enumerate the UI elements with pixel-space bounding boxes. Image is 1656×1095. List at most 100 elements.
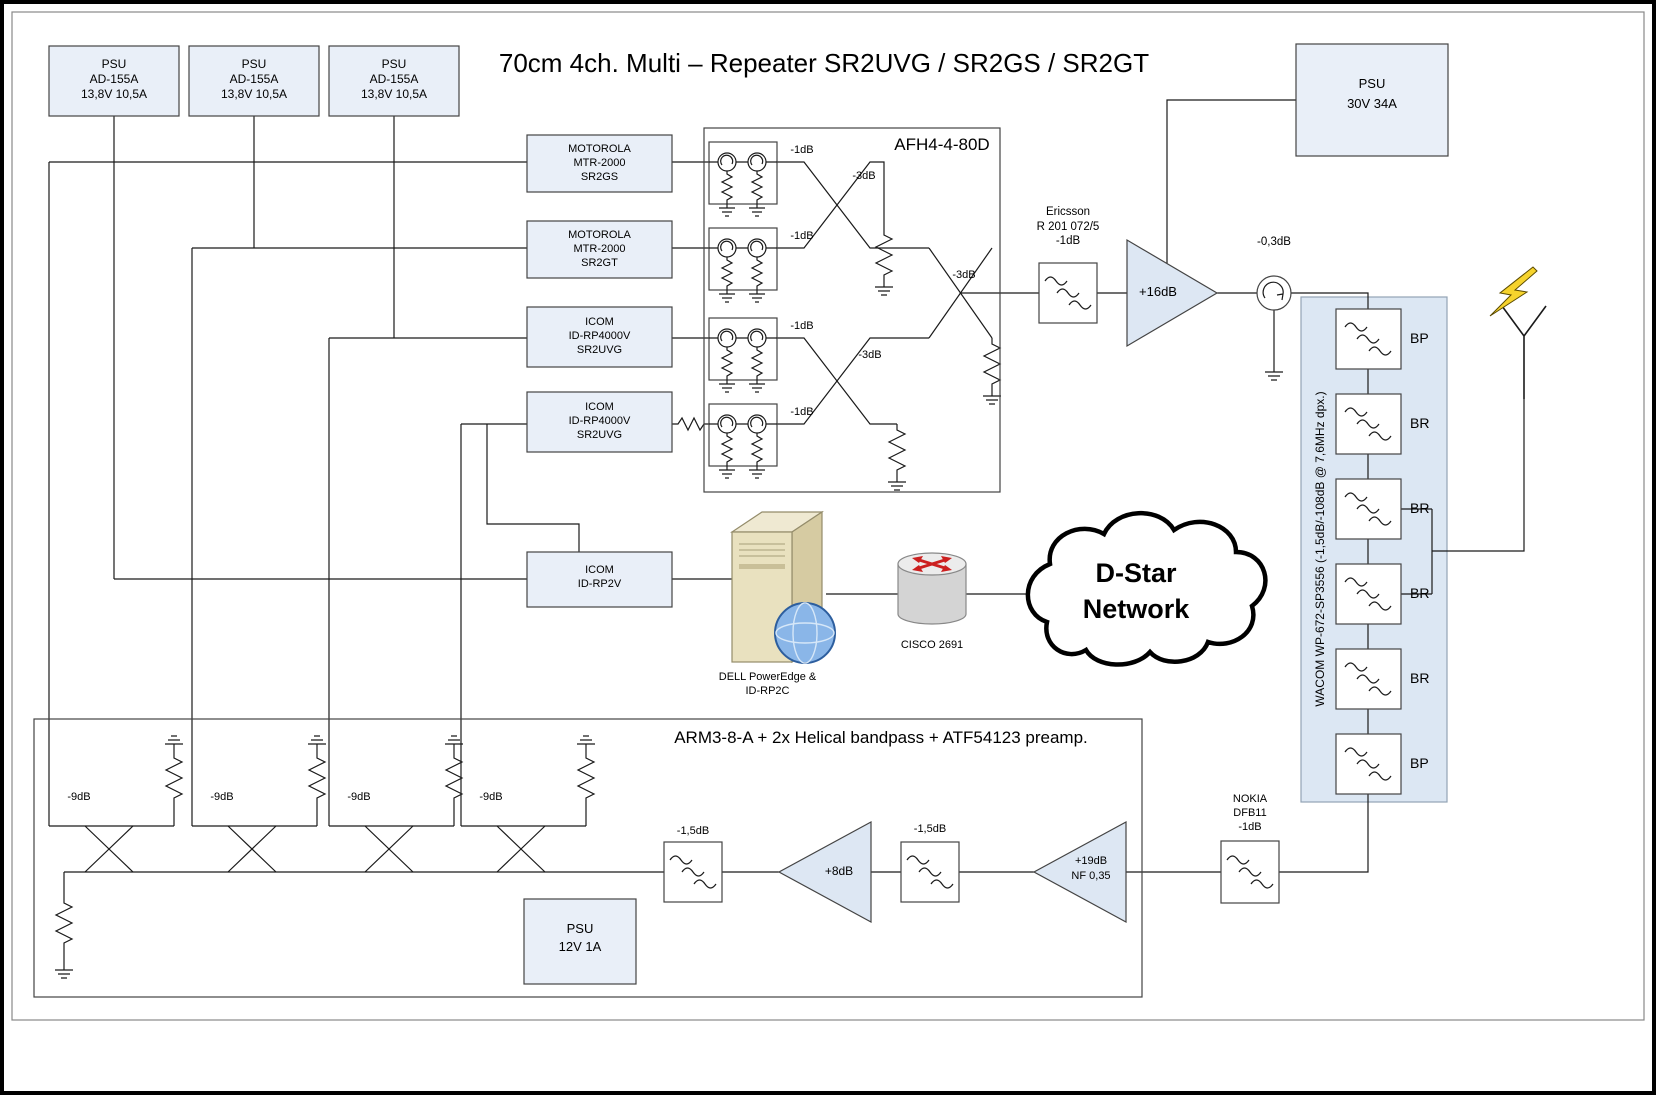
- rx-preamp: [1032, 820, 1127, 924]
- radio-5-line1: ICOM: [585, 564, 614, 576]
- psu-3-line2: AD-155A: [369, 72, 419, 86]
- antenna-icon: [1501, 305, 1547, 399]
- nokia-line1: NOKIA: [1232, 793, 1268, 805]
- radio-3-line1: ICOM: [585, 316, 614, 328]
- psu-preamp-box: [523, 898, 637, 985]
- duplexer-filter-label-2: BR: [1410, 415, 1430, 431]
- circulator-icon: [1256, 275, 1292, 311]
- duplexer-filter-6: [1335, 733, 1402, 795]
- coupler-loss-4: -9dB: [479, 791, 503, 803]
- ericsson-line3: -1dB: [1055, 235, 1081, 247]
- psu-3-label: PSU AD-155A 13,8V 10,5A: [329, 57, 459, 102]
- duplexer-filter-3: [1335, 478, 1402, 540]
- psu-2-label: PSU AD-155A 13,8V 10,5A: [189, 57, 319, 102]
- coupler-loss-3: -9dB: [347, 791, 371, 803]
- ericsson-filter-label: Ericsson R 201 072/5 -1dB: [1008, 205, 1128, 249]
- coupler-2: [192, 735, 327, 873]
- ground-symbol: [1264, 363, 1284, 381]
- rx-preamp-nf: NF 0,35: [1071, 870, 1111, 882]
- rx-amplifier: [777, 820, 872, 924]
- wiring-lines: [48, 99, 1525, 979]
- radio-4-line1: ICOM: [585, 401, 614, 413]
- psu-1-line3: 13,8V 10,5A: [80, 87, 148, 101]
- radio-2-line2: MTR-2000: [573, 243, 626, 255]
- psu-1-box: [48, 45, 180, 117]
- nokia-filter-label: NOKIA DFB11 -1dB: [1210, 792, 1290, 834]
- nokia-filter: [1220, 840, 1280, 904]
- server-line1: DELL PowerEdge &: [718, 671, 817, 683]
- ground-symbol: [887, 473, 907, 491]
- duplexer-filter-label-3: BR: [1410, 500, 1430, 516]
- rx-preamp-label: +19dB NF 0,35: [1056, 854, 1126, 884]
- psu-preamp-line1: PSU: [566, 921, 594, 936]
- ground-symbol: [982, 387, 1002, 405]
- port-loss-4: -1dB: [790, 406, 814, 418]
- psu-2-line2: AD-155A: [229, 72, 279, 86]
- radio-5-label: ICOM ID-RP2V: [527, 563, 672, 591]
- psu-preamp-line2: 12V 1A: [558, 939, 602, 954]
- combiner-box: [703, 127, 1001, 493]
- cloud-label-line2: Network: [1082, 594, 1190, 624]
- cloud-label-line1: D-Star: [1095, 558, 1177, 588]
- circulator-block-3: [708, 317, 778, 393]
- circulator-block-2: [708, 227, 778, 303]
- cloud-shape: [1025, 510, 1268, 667]
- psu-2-line1: PSU: [241, 57, 267, 71]
- rx-amp-label: +8dB: [824, 864, 854, 878]
- radio-1-line2: MTR-2000: [573, 157, 626, 169]
- duplexer-filter-label-1: BP: [1410, 330, 1429, 346]
- duplexer-filter-4: [1335, 563, 1402, 625]
- rx-filter-1-label: -1,5dB: [676, 825, 710, 837]
- resistor-symbol: [983, 337, 1001, 389]
- hybrid-loss-3: -3dB: [952, 269, 976, 281]
- preamp-box-title: ARM3-8-A + 2x Helical bandpass + ATF5412…: [674, 728, 1088, 747]
- resistor-symbol: [55, 896, 73, 948]
- radio-5-box: [526, 551, 673, 608]
- radio-2-box: [526, 220, 673, 279]
- radio-2-line1: MOTOROLA: [568, 229, 631, 241]
- radio-2-label: MOTOROLA MTR-2000 SR2GT: [527, 228, 672, 270]
- psu-1-line2: AD-155A: [89, 72, 139, 86]
- combiner-title: AFH4-4-80D: [894, 135, 990, 154]
- psu-main-label: PSU 30V 34A: [1296, 74, 1448, 114]
- server-label: DELL PowerEdge & ID-RP2C: [690, 670, 845, 698]
- coupler-1: [49, 735, 184, 873]
- diagram-canvas: [11, 11, 1645, 1021]
- router-label: CISCO 2691: [900, 639, 964, 651]
- router-icon: [897, 552, 967, 625]
- circulator-block-4: [708, 403, 778, 479]
- server-icon: [730, 510, 836, 664]
- ericsson-filter: [1038, 262, 1098, 324]
- radio-4-box: [526, 391, 673, 453]
- preamp-box: [33, 718, 1143, 998]
- radio-1-box: [526, 134, 673, 193]
- psu-preamp-label: PSU 12V 1A: [524, 920, 636, 956]
- port-loss-1: -1dB: [790, 144, 814, 156]
- resistor-symbol: [888, 423, 906, 475]
- globe-icon: [774, 602, 836, 664]
- radio-1-label: MOTOROLA MTR-2000 SR2GS: [527, 142, 672, 184]
- ground-symbol: [54, 961, 74, 979]
- duplexer-panel: [1300, 296, 1448, 803]
- port-loss-3: -1dB: [790, 320, 814, 332]
- psu-2-line3: 13,8V 10,5A: [220, 87, 288, 101]
- rx-preamp-gain: +19dB: [1074, 855, 1108, 867]
- server-line2: ID-RP2C: [745, 685, 790, 697]
- radio-2-line3: SR2GT: [581, 257, 618, 269]
- hybrid-x2: [777, 337, 929, 491]
- duplexer-filter-label-6: BP: [1410, 755, 1429, 771]
- radio-4-line3: SR2UVG: [576, 429, 623, 441]
- ericsson-line2: R 201 072/5: [1036, 220, 1100, 233]
- coupler-loss-2: -9dB: [210, 791, 234, 803]
- radio-4-line2: ID-RP4000V: [568, 415, 631, 427]
- psu-1-line1: PSU: [101, 57, 127, 71]
- pa-amplifier: [1126, 238, 1219, 348]
- duplexer-filter-2: [1335, 393, 1402, 455]
- radio-1-line3: SR2GS: [580, 171, 619, 183]
- hybrid-x1: [777, 161, 929, 296]
- duplexer-filter-5: [1335, 648, 1402, 710]
- radio-3-label: ICOM ID-RP4000V SR2UVG: [527, 315, 672, 357]
- port-loss-2: -1dB: [790, 230, 814, 242]
- page-title: 70cm 4ch. Multi – Repeater SR2UVG / SR2G…: [498, 48, 1150, 78]
